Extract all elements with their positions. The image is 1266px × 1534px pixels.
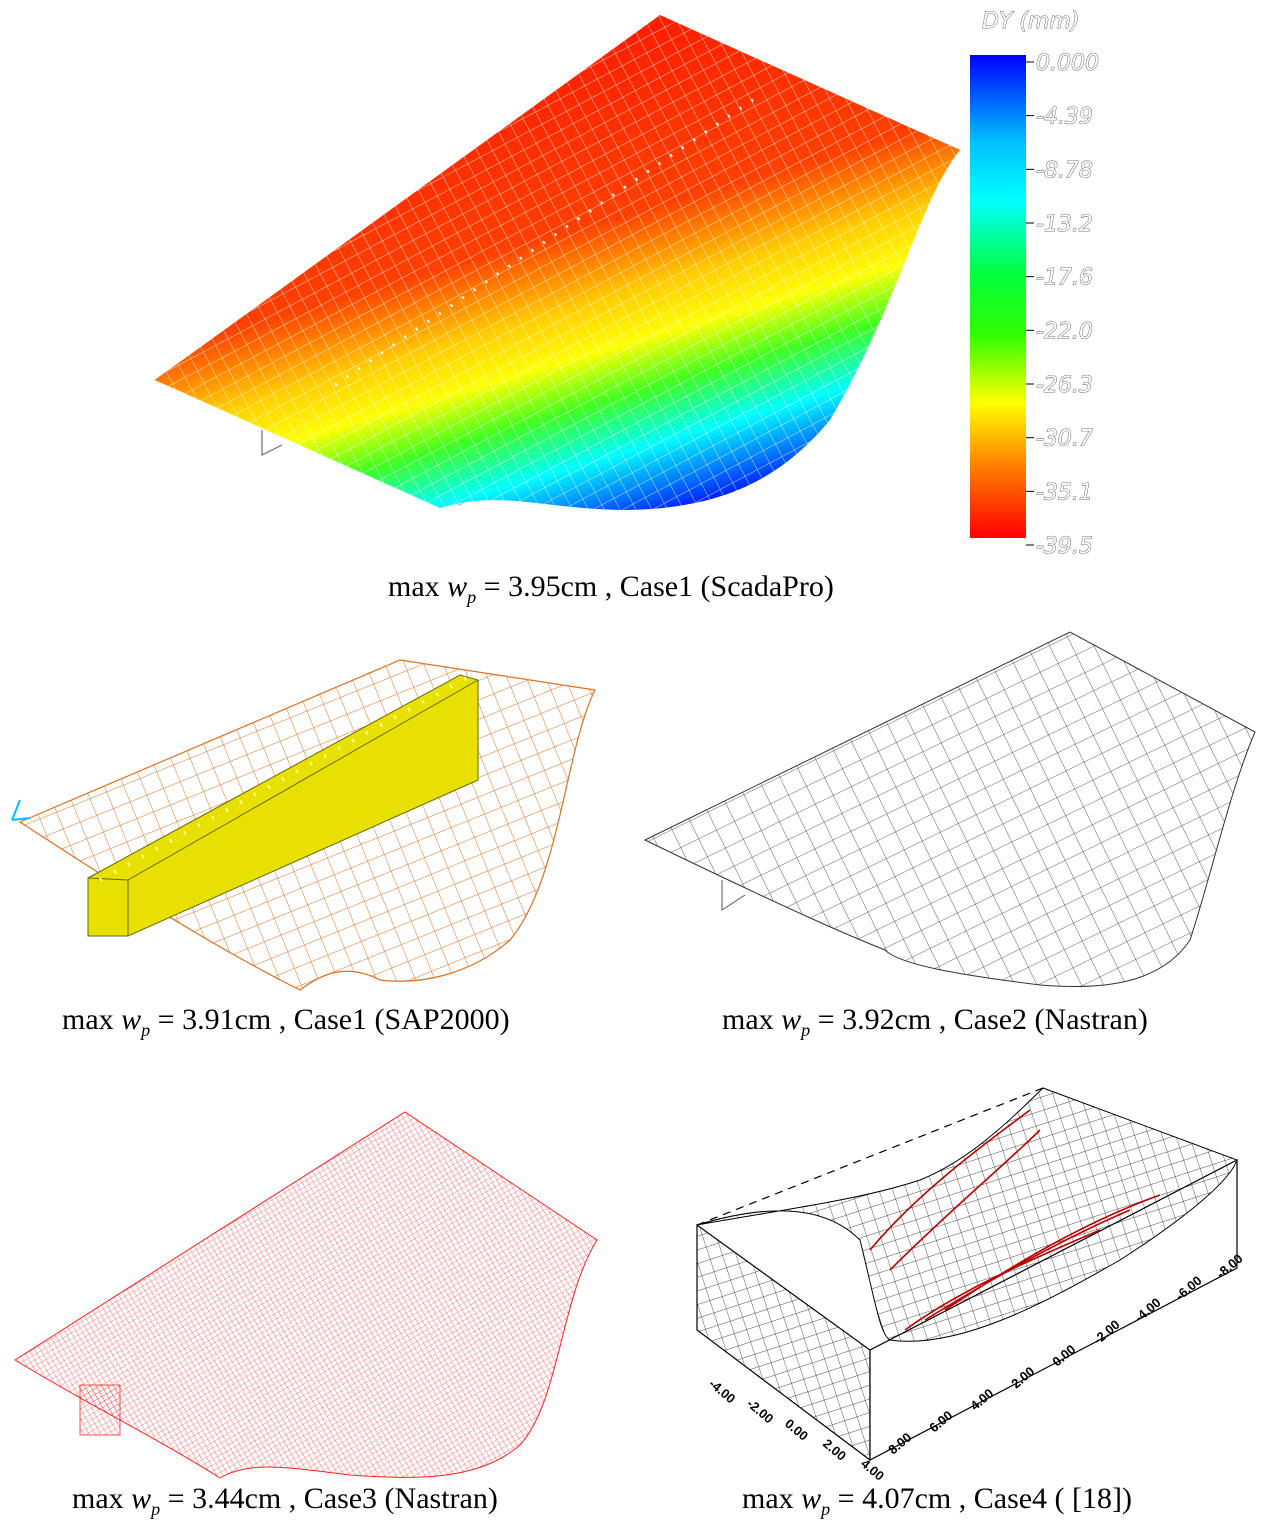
caption-case1-scadapro: max wp = 3.95cm , Case1 (ScadaPro) [388,570,834,607]
case4-left-tick-label: 0.00 [782,1416,811,1444]
case4-plot: -4.00-2.000.002.004.00 8.006.004.002.000… [696,1087,1246,1484]
caption-case2-nastran: max wp = 3.92cm , Case2 (Nastran) [722,1003,1148,1040]
caption-case4-ref18: max wp = 4.07cm , Case4 ( [18]) [742,1482,1133,1519]
nastran-case2-mesh [643,631,1256,988]
colorbar-tick-label: -26.3 [1036,373,1093,398]
colorbar-tick-label: -22.0 [1036,319,1093,344]
sap2000-axis-icon [11,799,31,821]
colorbar-tick-label: -17.6 [1036,266,1093,291]
case4-left-tick-label: -2.00 [744,1396,776,1427]
plate-centerline-dots [334,93,761,387]
colorbar-tick-label: -4.39 [1036,105,1093,130]
nastran-case2-support [721,880,746,911]
colorbar-tick-label: -30.7 [1036,427,1093,452]
colorbar-tick-label: 0.000 [1036,51,1099,76]
colorbar-tick-label: -39.5 [1036,534,1093,559]
beam-support [261,430,283,457]
case4-left-tick-label: 4.00 [858,1456,887,1484]
colorbar-tick-label: -13.2 [1036,212,1093,237]
colorbar-title: DY (mm) [982,9,1079,34]
colorbar-tick-label: -8.78 [1036,158,1093,183]
colorbar-gradient [970,55,1026,538]
colorbar-tick-label: -35.1 [1036,480,1093,505]
nastran-case2-plot [643,631,1256,988]
caption-case1-sap2000: max wp = 3.91cm , Case1 (SAP2000) [62,1003,510,1040]
nastran-case3-beam [79,1384,121,1436]
nastran-case3-mesh [14,1111,598,1479]
colorbar: DY (mm) 0.000 -4.39 -8.78 -13.2 -17.6 -22.0 -2… [970,9,1099,559]
colorbar-ticks: 0.000 -4.39 -8.78 -13.2 -17.6 -22.0 -26.3 -30.7… [1026,51,1099,559]
case4-left-tick-label: -4.00 [706,1376,738,1407]
case4-surface [696,1087,1238,1342]
deformed-plate-mesh [155,15,960,510]
case4-contours [869,1109,1161,1331]
sap2000-beam [87,674,479,937]
caption-case3-nastran: max wp = 3.44cm , Case3 (Nastran) [72,1482,498,1519]
scadapro-plot [153,15,962,510]
nastran-case3-plot [14,1111,598,1479]
case4-dashed-edge [696,1087,1044,1226]
sap2000-plot [11,659,596,991]
